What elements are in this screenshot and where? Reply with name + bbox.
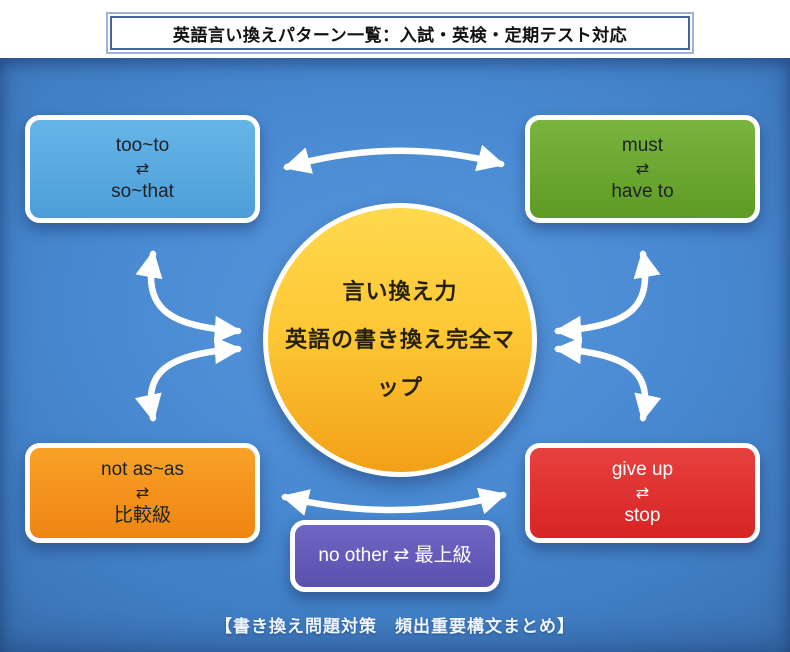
page-title-box: 英語言い換えパターン一覧：入試・英検・定期テスト対応 <box>106 12 694 54</box>
swap-arrows-icon: ⇄ <box>635 483 650 502</box>
center-circle: 言い換え力 英語の書き換え完全マ ップ <box>263 203 537 477</box>
swap-arrows-icon: ⇄ <box>635 159 650 178</box>
page-title: 英語言い換えパターン一覧：入試・英検・定期テスト対応 <box>110 16 690 50</box>
node-give-up: give up ⇄ stop <box>525 443 760 543</box>
node-not-as-as: not as~as ⇄ 比較級 <box>25 443 260 543</box>
node-line-top: too~to <box>115 135 170 156</box>
node-line-bottom: so~that <box>111 181 174 202</box>
center-line-3: ップ <box>376 375 423 400</box>
node-line-top: not as~as <box>101 459 184 480</box>
node-line-top: give up <box>611 459 674 480</box>
node-line-bottom: 比較級 <box>113 505 171 526</box>
node-must: must ⇄ have to <box>525 115 760 223</box>
node-line-bottom: stop <box>624 505 661 526</box>
swap-arrows-icon: ⇄ <box>135 483 150 502</box>
node-too-to: too~to ⇄ so~that <box>25 115 260 223</box>
center-line-2: 英語の書き換え完全マ <box>284 327 515 352</box>
node-no-other: no other ⇄ 最上級 <box>290 520 500 592</box>
caption: 【書き換え問題対策 頻出重要構文まとめ】 <box>215 617 575 636</box>
center-line-1: 言い換え力 <box>342 279 458 304</box>
swap-arrows-icon: ⇄ <box>135 159 150 178</box>
node-line-bottom: have to <box>611 181 674 202</box>
node-line-top: must <box>621 135 664 156</box>
node-label: no other ⇄ 最上級 <box>318 545 472 566</box>
